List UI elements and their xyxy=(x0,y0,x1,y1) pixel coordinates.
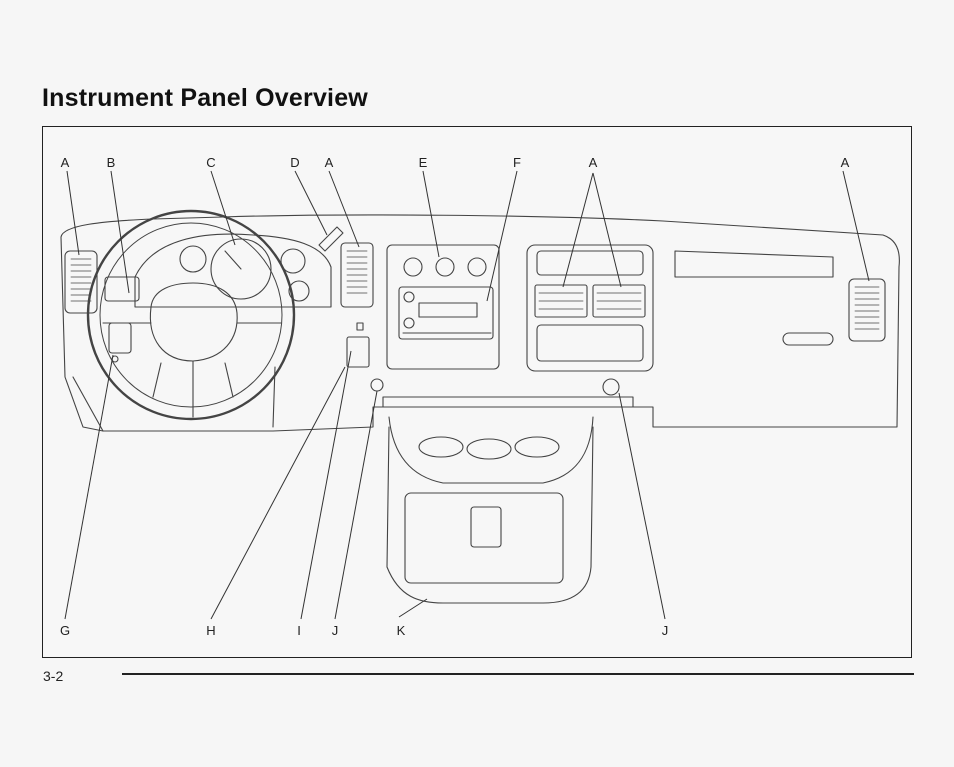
switch-panel xyxy=(347,337,369,367)
callout-label-k: K xyxy=(397,623,406,638)
callout-label-j-right: J xyxy=(662,623,669,638)
callout-label-j-left: J xyxy=(332,623,339,638)
callout-label-h: H xyxy=(206,623,215,638)
callout-label-e: E xyxy=(419,155,428,170)
instrument-panel-illustration xyxy=(43,127,911,657)
callout-label-f: F xyxy=(513,155,521,170)
center-stack xyxy=(387,245,499,369)
callout-label-g: G xyxy=(60,623,70,638)
dash-storage xyxy=(675,251,833,277)
page-title: Instrument Panel Overview xyxy=(42,84,368,113)
callout-label-c: C xyxy=(206,155,215,170)
callout-label-a-twin-vents: A xyxy=(589,155,598,170)
callout-label-a-right-vent: A xyxy=(841,155,850,170)
callout-label-a-center-vent: A xyxy=(325,155,334,170)
gauge-left xyxy=(180,246,206,272)
cupholder-2 xyxy=(467,439,511,459)
cupholder-1 xyxy=(419,437,463,457)
climate-knob-3 xyxy=(468,258,486,276)
climate-knob-1 xyxy=(404,258,422,276)
callout-label-b: B xyxy=(107,155,116,170)
instrument-panel-figure: A B C D A E F A A G H I J K J xyxy=(42,126,912,658)
callout-label-d: D xyxy=(290,155,299,170)
callout-label-a-left-vent: A xyxy=(61,155,70,170)
climate-knob-2 xyxy=(436,258,454,276)
right-vent xyxy=(849,279,885,341)
power-outlet-left xyxy=(371,379,383,391)
leader-lines xyxy=(65,171,869,619)
page-number: 3-2 xyxy=(43,668,63,684)
glovebox-handle xyxy=(783,333,833,345)
callout-label-i: I xyxy=(297,623,301,638)
cupholder-3 xyxy=(515,437,559,457)
power-outlet-right xyxy=(603,379,619,395)
footer-rule xyxy=(122,673,914,675)
console-body xyxy=(387,427,593,603)
steering-hub xyxy=(150,283,237,361)
console-latch xyxy=(471,507,501,547)
steering-wheel-rim xyxy=(88,211,294,419)
center-passenger-panel xyxy=(527,245,653,371)
